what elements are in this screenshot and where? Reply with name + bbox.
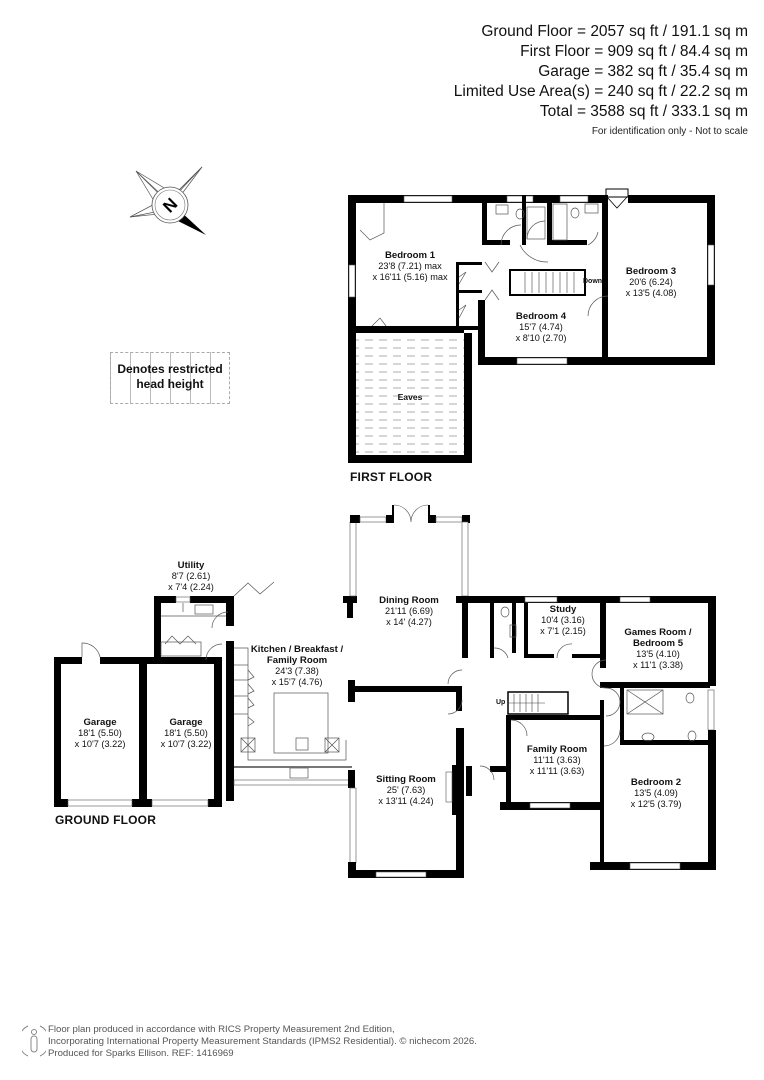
scale-disclaimer: For identification only - Not to scale <box>591 126 748 137</box>
first-floor-title: FIRST FLOOR <box>350 470 433 484</box>
area-limited-use: Limited Use Area(s) = 240 sq ft / 22.2 s… <box>453 83 748 100</box>
north-compass-icon: N <box>129 166 206 235</box>
legend-text: Denotes restricted head height <box>117 362 223 391</box>
room-family-room: Family Room 11'11 (3.63) x 11'11 (3.63) <box>526 744 588 776</box>
room-eaves: Eaves <box>397 392 423 402</box>
area-garage: Garage = 382 sq ft / 35.4 sq m <box>538 63 748 80</box>
room-bedroom-1: Bedroom 1 23'8 (7.21) max x 16'11 (5.16)… <box>372 250 448 282</box>
first-floor-plan <box>348 188 715 463</box>
footer-text: Floor plan produced in accordance with R… <box>48 1024 477 1059</box>
room-study: Study 10'4 (3.16) x 7'1 (2.15) <box>540 604 586 636</box>
stairs-down-label: Down <box>583 278 603 285</box>
room-utility: Utility 8'7 (2.61) x 7'4 (2.24) <box>168 560 214 592</box>
ground-floor-plan <box>54 504 716 878</box>
room-bedroom-3: Bedroom 3 20'6 (6.24) x 13'5 (4.08) <box>625 266 677 298</box>
room-garage-1: Garage 18'1 (5.50) x 10'7 (3.22) <box>74 717 126 749</box>
area-ground-floor: Ground Floor = 2057 sq ft / 191.1 sq m <box>481 23 748 40</box>
room-bedroom-2: Bedroom 2 13'5 (4.09) x 12'5 (3.79) <box>630 777 682 809</box>
restricted-head-height-legend: Denotes restricted head height <box>110 352 230 404</box>
area-summary: Ground Floor = 2057 sq ft / 191.1 sq m F… <box>454 22 748 140</box>
area-first-floor: First Floor = 909 sq ft / 84.4 sq m <box>520 43 748 60</box>
person-icon <box>18 1025 50 1057</box>
room-kitchen-breakfast-family: Kitchen / Breakfast / Family Room 24'3 (… <box>250 644 344 687</box>
area-total: Total = 3588 sq ft / 333.1 sq m <box>539 103 748 120</box>
room-games-room-bedroom-5: Games Room / Bedroom 5 13'5 (4.10) x 11'… <box>624 627 692 670</box>
room-bedroom-4: Bedroom 4 15'7 (4.74) x 8'10 (2.70) <box>515 311 567 343</box>
footer: Floor plan produced in accordance with R… <box>18 1024 477 1063</box>
room-garage-2: Garage 18'1 (5.50) x 10'7 (3.22) <box>160 717 212 749</box>
ground-floor-title: GROUND FLOOR <box>55 813 157 827</box>
room-sitting-room: Sitting Room 25' (7.63) x 13'11 (4.24) <box>376 774 436 806</box>
room-dining-room: Dining Room 21'11 (6.69) x 14' (4.27) <box>379 595 439 627</box>
stairs-up-label: Up <box>496 699 506 706</box>
